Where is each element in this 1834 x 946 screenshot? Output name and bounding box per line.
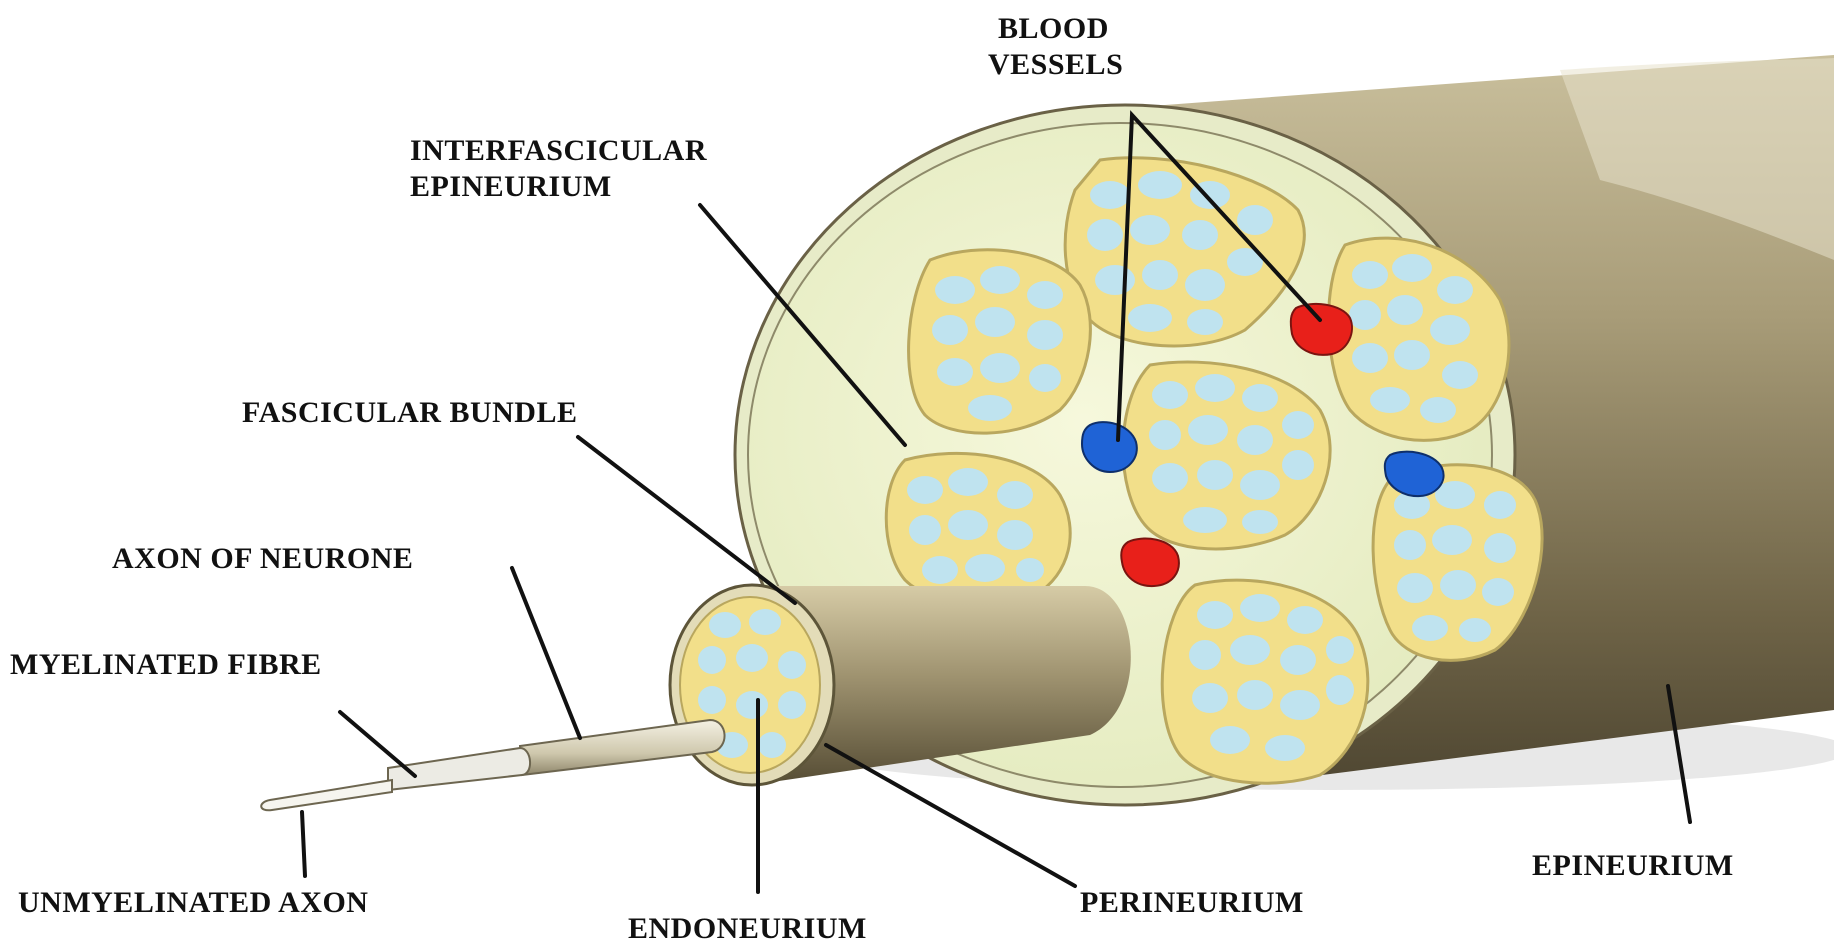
unmyelinated-axon-label: UNMYELINATED AXON — [18, 886, 368, 919]
axon-of-neurone-label: AXON OF NEURONE — [112, 542, 413, 575]
axon-of-neurone-leader — [512, 568, 580, 738]
interfascicular-epineurium-label-line: INTERFASCICULAR — [410, 134, 707, 167]
fascicle — [909, 250, 1091, 433]
artery — [1121, 539, 1179, 587]
blood-vessels-label-line: VESSELS — [988, 48, 1123, 81]
blood-vessels-label: BLOOD VESSELS — [988, 12, 1123, 81]
endoneurium-label: ENDONEURIUM — [628, 912, 867, 945]
unmyelinated-axon-leader — [302, 812, 305, 876]
unmyelinated-axon — [261, 780, 392, 810]
perineurium-label: PERINEURIUM — [1080, 886, 1304, 919]
fascicle — [1123, 362, 1330, 549]
fascicle — [886, 453, 1070, 603]
interfascicular-epineurium-label: INTERFASCICULAR EPINEURIUM — [410, 134, 715, 203]
interfascicular-epineurium-label-line: EPINEURIUM — [410, 170, 612, 203]
nerve-fibre — [261, 720, 724, 810]
axon-of-neurone — [520, 720, 725, 775]
fascicle — [1162, 580, 1368, 783]
blood-vessels-label-line: BLOOD — [998, 12, 1109, 45]
myelinated-fibre-label: MYELINATED FIBRE — [10, 648, 322, 681]
fascicular-bundle-label: FASCICULAR BUNDLE — [242, 396, 577, 429]
epineurium-label: EPINEURIUM — [1532, 849, 1734, 882]
myelinated-fibre-leader — [340, 712, 415, 776]
vein — [1082, 422, 1137, 472]
artery — [1291, 304, 1352, 355]
